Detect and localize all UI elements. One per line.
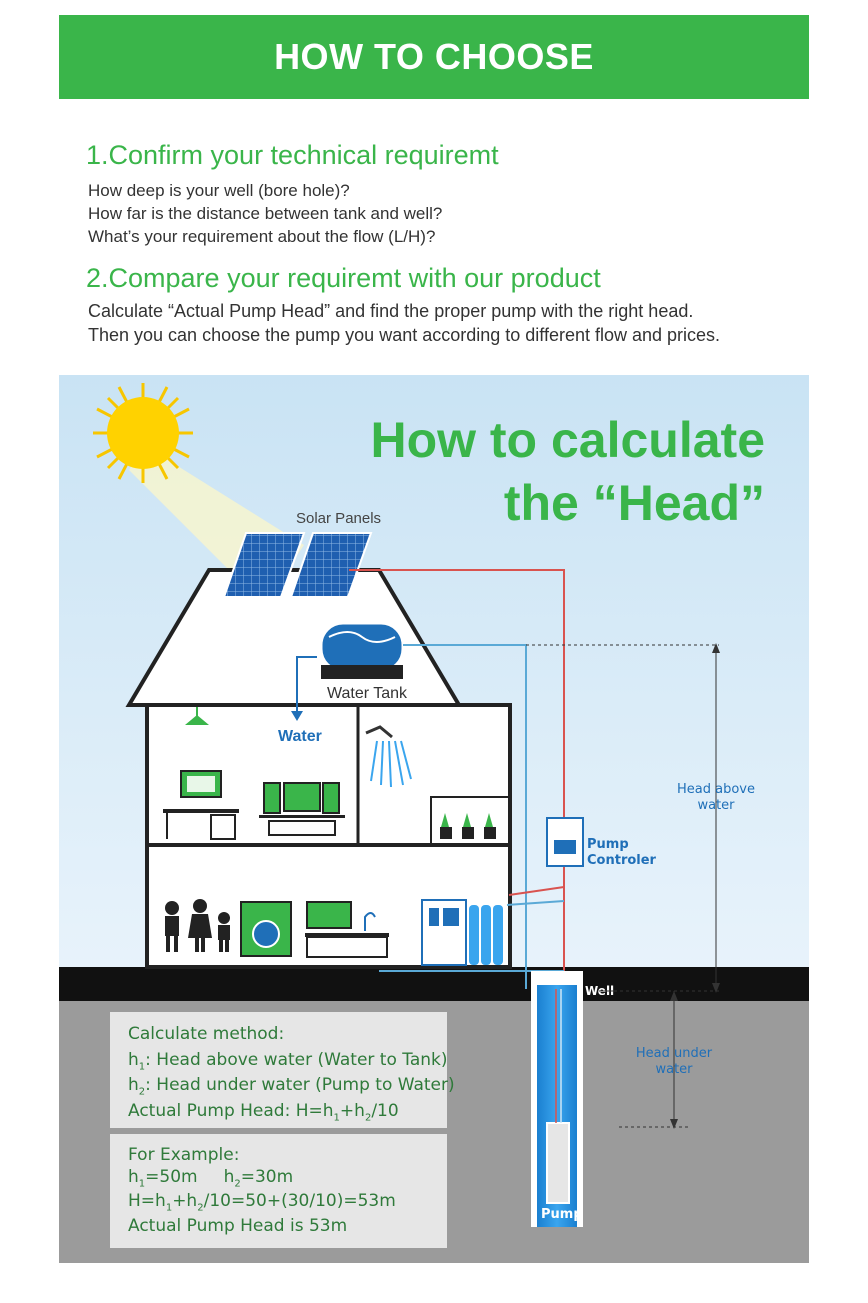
- example-formula: H=h1+h2/10=50+(30/10)=53m: [128, 1191, 396, 1214]
- calculate-method-box: Calculate method: h1: Head above water (…: [110, 1012, 455, 1128]
- family-icon: [165, 899, 230, 952]
- dimension-arrows: [670, 643, 720, 1129]
- section2-title: 2.Compare your requiremt with our produc…: [86, 263, 601, 293]
- head-above-label-line2: water: [697, 798, 735, 813]
- example-title: For Example:: [128, 1145, 240, 1165]
- formula: Actual Pump Head: H=h1+h2/10: [128, 1101, 399, 1124]
- h1-definition: h1: Head above water (Water to Tank): [128, 1050, 448, 1073]
- banner-title: HOW TO CHOOSE: [274, 36, 594, 77]
- solar-panels-label: Solar Panels: [296, 510, 381, 527]
- head-under-label-line2: water: [655, 1062, 693, 1077]
- section1-line: How far is the distance between tank and…: [88, 204, 443, 223]
- example-result: Actual Pump Head is 53m: [128, 1216, 348, 1236]
- section1-line: How deep is your well (bore hole)?: [88, 181, 350, 200]
- arrow-head-icon: [291, 711, 303, 721]
- water-label: Water: [278, 728, 322, 745]
- h2-definition: h2: Head under water (Pump to Water): [128, 1075, 455, 1098]
- shower-icon: [365, 725, 412, 788]
- pump-icon: [546, 1122, 570, 1204]
- water-flow-arrow: [296, 656, 317, 715]
- solar-panel-icon: [289, 532, 373, 598]
- diagram-title-line1: How to calculate: [370, 412, 765, 468]
- pump-controller-label-line2: Controler: [587, 853, 657, 868]
- section1-line: What’s your requirement about the flow (…: [88, 227, 436, 246]
- pump-controller-icon: [546, 817, 584, 867]
- washing-machine-icon: [240, 901, 292, 957]
- method-title: Calculate method:: [128, 1024, 285, 1044]
- header-banner: HOW TO CHOOSE: [59, 15, 809, 99]
- section2-line: Then you can choose the pump you want ac…: [88, 325, 721, 345]
- ground-surface: [59, 967, 809, 1001]
- sun-icon: [93, 383, 193, 483]
- plant-icon: [440, 813, 496, 839]
- pump-label: Pump: [541, 1207, 583, 1222]
- kitchen-icon: [305, 901, 389, 958]
- computer-desk-icon: [163, 770, 239, 840]
- head-under-label-line1: Head under: [636, 1046, 713, 1061]
- section1-title: 1.Confirm your technical requiremt: [86, 140, 499, 170]
- diagram-title-line2: the “Head”: [504, 475, 765, 531]
- water-tank-label: Water Tank: [327, 685, 408, 702]
- filter-equipment-icon: [421, 899, 503, 966]
- solar-panel-icon: [222, 532, 306, 598]
- pump-controller-label-line1: Pump: [587, 837, 629, 852]
- section2-line: Calculate “Actual Pump Head” and find th…: [88, 301, 694, 321]
- dimension-lines: [526, 644, 719, 1128]
- water-tank-icon: [319, 621, 405, 679]
- head-calculation-diagram: How to calculate the “Head” Solar Panels…: [59, 375, 809, 1263]
- head-above-label-line1: Head above: [677, 782, 755, 797]
- ceiling-lamp-icon: [185, 707, 209, 725]
- stereo-icon: [259, 782, 345, 836]
